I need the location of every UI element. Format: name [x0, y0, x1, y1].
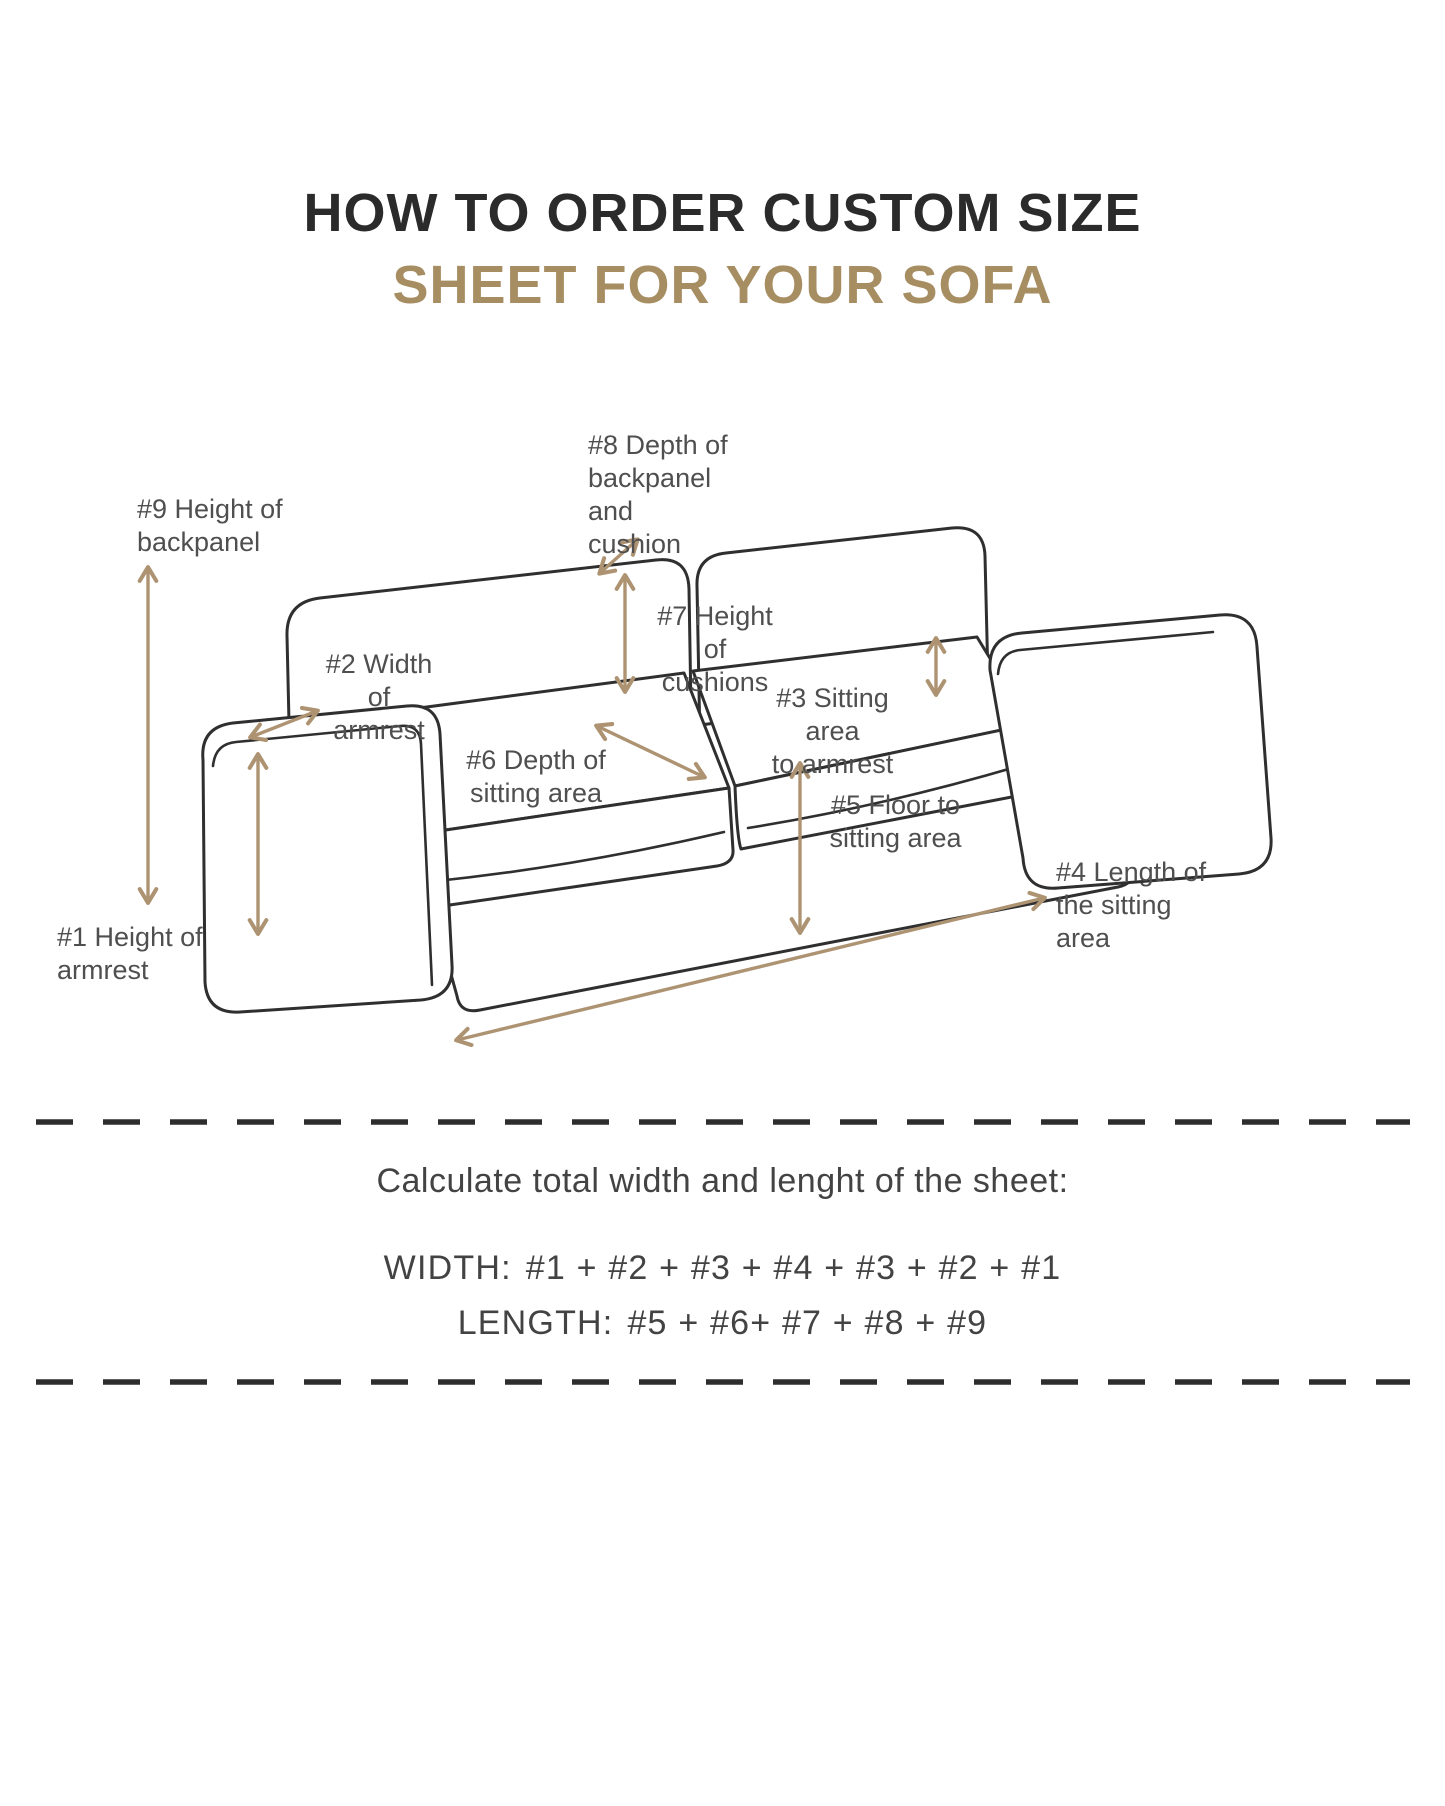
- label-line: #8 Depth of: [588, 430, 728, 460]
- length-label: LENGTH:: [457, 1304, 614, 1342]
- width-label: WIDTH:: [383, 1249, 512, 1287]
- label-line: the sitting area: [1056, 890, 1172, 953]
- page-subtitle: SHEET FOR YOUR SOFA: [392, 255, 1053, 315]
- sofa-armrest-right-inner-edge: [996, 630, 1215, 676]
- label-line: #1 Height of: [57, 922, 203, 952]
- label-line: armrest: [333, 715, 425, 745]
- label-line: backpanel and: [588, 463, 712, 526]
- measurement-label-4: #4 Length of the sitting area: [1056, 856, 1231, 955]
- label-line: #5 Floor to: [830, 790, 961, 820]
- label-line: to armrest: [771, 749, 894, 779]
- length-formula-row: LENGTH: #5 + #6+ #7 + #8 + #9: [0, 1304, 1445, 1343]
- measure-arrow-2: [248, 705, 320, 743]
- measure-arrow-4: [454, 890, 1047, 1048]
- measure-arrow-8: [597, 537, 640, 576]
- measure-arrow-6: [594, 722, 707, 781]
- label-line: cushions: [661, 667, 769, 697]
- label-line: #9 Height of: [137, 494, 283, 524]
- label-line: #4 Length of: [1056, 857, 1207, 887]
- sofa-armrest-right: [988, 613, 1273, 890]
- width-formula: #1 + #2 + #3 + #4 + #3 + #2 + #1: [525, 1249, 1062, 1287]
- sofa-seat-crease-left: [426, 830, 726, 884]
- sofa-armrest-left: [201, 704, 454, 1014]
- label-line: #3 Sitting area: [776, 683, 889, 746]
- measurement-label-3: #3 Sitting area to armrest: [750, 682, 915, 781]
- label-line: armrest: [57, 955, 149, 985]
- label-line: sitting area: [469, 778, 603, 808]
- label-line: cushion: [588, 529, 682, 559]
- measurement-label-9: #9 Height of backpanel: [137, 493, 287, 559]
- width-formula-row: WIDTH: #1 + #2 + #3 + #4 + #3 + #2 + #1: [0, 1249, 1445, 1288]
- sofa-armrest-left-inner-edge: [211, 724, 434, 987]
- measurement-label-6: #6 Depth of sitting area: [466, 744, 606, 810]
- measurement-label-1: #1 Height of armrest: [57, 921, 207, 987]
- length-formula: #5 + #6+ #7 + #8 + #9: [627, 1304, 988, 1342]
- label-line: sitting area: [829, 823, 962, 853]
- measurement-label-8: #8 Depth of backpanel and cushion: [588, 429, 753, 561]
- label-line: #7 Height of: [657, 601, 773, 664]
- label-line: backpanel: [137, 527, 261, 557]
- measurement-label-5: #5 Floor to sitting area: [828, 789, 963, 855]
- sofa-seat-crease-right: [746, 762, 1028, 830]
- calculation-heading: Calculate total width and lenght of the …: [376, 1162, 1069, 1200]
- page-header: HOW TO ORDER CUSTOM SIZE SHEET FOR YOUR …: [0, 182, 1445, 316]
- label-line: #2 Width of: [325, 649, 433, 712]
- label-line: #6 Depth of: [466, 745, 606, 775]
- page-title: HOW TO ORDER CUSTOM SIZE: [303, 183, 1142, 243]
- calculation-section: Calculate total width and lenght of the …: [0, 1162, 1445, 1343]
- measurement-label-2: #2 Width of armrest: [314, 648, 444, 747]
- measurement-label-7: #7 Height of cushions: [645, 600, 785, 699]
